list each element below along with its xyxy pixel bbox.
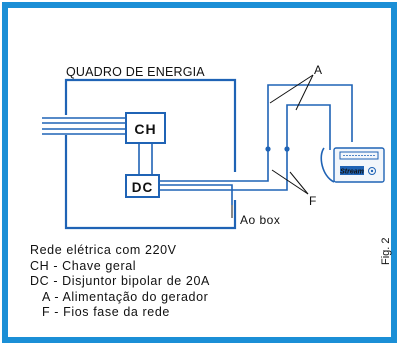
pointer-lines xyxy=(269,74,314,195)
legend-item: F - Fios fase da rede xyxy=(42,305,170,319)
junction-dot xyxy=(265,146,271,152)
figure-label: Fig. 2 xyxy=(380,237,392,265)
legend-item: CH - Chave geral xyxy=(30,258,137,273)
panel-title: QUADRO DE ENERGIA xyxy=(66,65,205,79)
legend-item: A - Alimentação do gerador xyxy=(42,289,209,304)
junction-dot xyxy=(284,146,290,152)
label-f: F xyxy=(309,194,316,208)
legend-item: DC - Disjuntor bipolar de 20A xyxy=(30,274,210,288)
ao-box-label: Ao box xyxy=(240,213,280,227)
legend: Rede elétrica com 220V CH - Chave geral … xyxy=(30,243,210,321)
label-a: A xyxy=(314,63,322,77)
figure-border xyxy=(2,2,397,343)
ch-label: CH xyxy=(134,121,156,137)
legend-item: Rede elétrica com 220V xyxy=(30,243,177,257)
dc-breaker-box xyxy=(125,174,160,198)
ch-dc-wires xyxy=(138,143,153,175)
dc-label: DC xyxy=(132,180,154,195)
generator-device-icon: Stream xyxy=(320,147,385,183)
mains-cable xyxy=(42,117,126,135)
ch-switch-box xyxy=(125,112,166,144)
device-label: Stream xyxy=(340,169,364,176)
energy-panel xyxy=(64,78,237,230)
generator-feed-wires xyxy=(159,84,353,205)
